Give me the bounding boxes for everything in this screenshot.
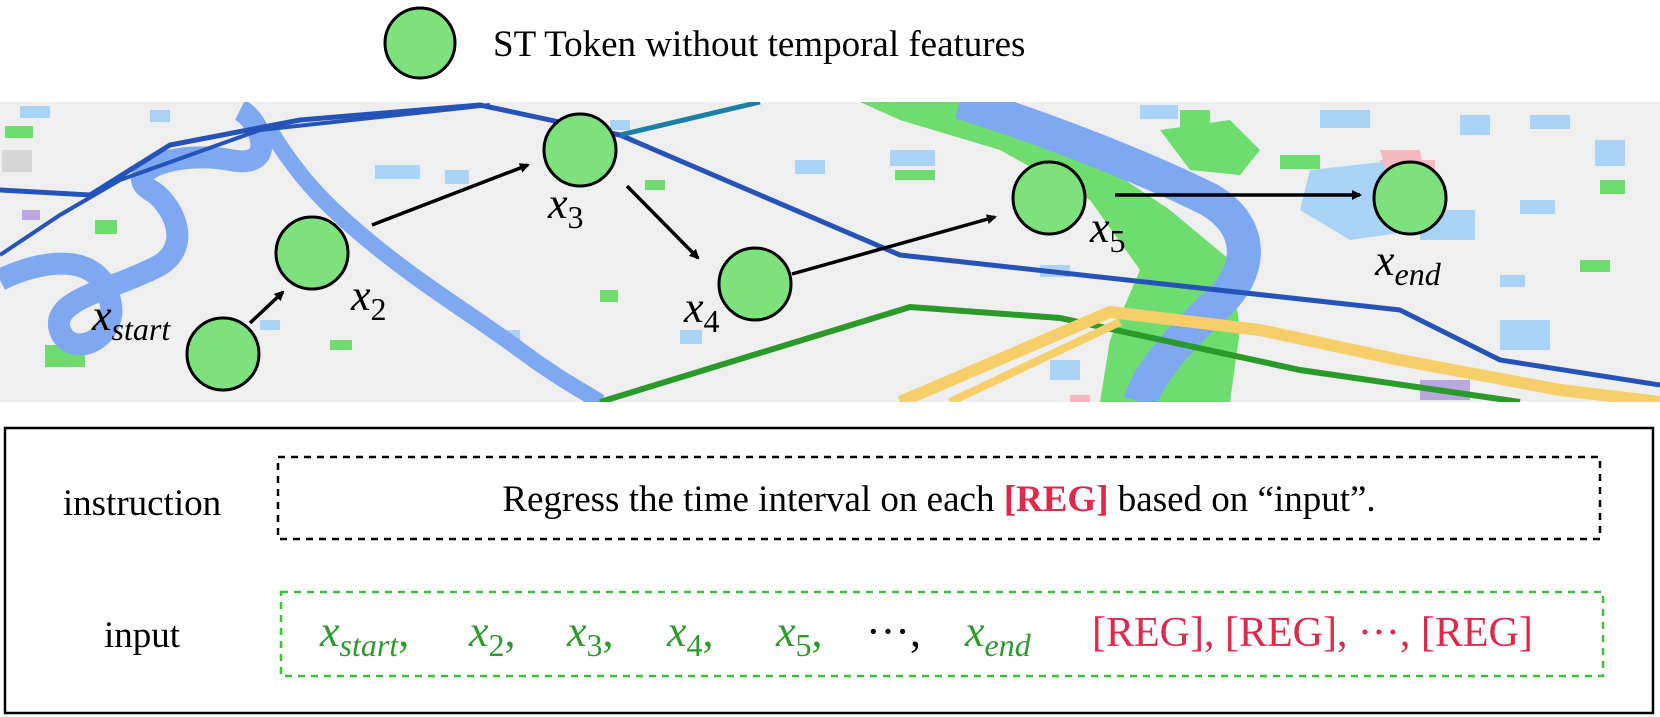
input-reg-tokens: [REG], [REG], ···, [REG] [1092,610,1533,656]
prompt-panel: instruction Regress the time interval on… [3,426,1655,715]
input-token-end: xend [964,607,1032,663]
label-x-3: x3 [547,179,584,235]
label-x-start: xstart [91,291,171,347]
legend-label: ST Token without temporal features [493,24,1025,65]
label-x-4: x4 [683,283,720,339]
label-x-5: x5 [1089,203,1126,259]
input-label: input [104,615,181,656]
trajectory-labels: xstart x2 x3 x4 x5 xend [91,179,1442,347]
token-3 [542,112,618,188]
arrow-4-to-5 [791,214,997,276]
token-5 [1011,160,1087,236]
instruction-reg: [REG] [1004,479,1109,520]
input-tokens: xstart, x2, x3, x4, x5, ···, xend [319,607,1032,663]
label-x-2: x2 [350,271,387,327]
input-token-2: x2, [468,607,516,663]
input-token-4: x4, [666,607,714,663]
instruction-label: instruction [63,483,221,524]
label-x-end: xend [1374,236,1442,292]
token-start [185,316,261,392]
instruction-text-before: Regress the time interval on each [502,479,1003,520]
input-box [279,590,1605,678]
trajectory-arrows [248,163,1362,325]
token-2 [274,215,350,291]
input-token-ellipsis: ···, [866,607,921,656]
token-4 [717,246,793,322]
token-end [1372,160,1448,236]
instruction-text: Regress the time interval on each [REG] … [502,479,1375,520]
map-road-yellow [897,305,1660,402]
legend-token-icon [383,6,457,80]
arrow-start-to-2 [248,290,285,325]
input-token-5: x5, [775,607,823,663]
map-park [860,102,1240,402]
input-token-3: x3, [566,607,614,663]
prompt-panel-border [3,426,1655,715]
map-road-green [599,303,1521,402]
arrow-3-to-4 [625,184,700,260]
instruction-text-after: based on “input”. [1109,479,1376,520]
arrow-2-to-3 [371,163,530,227]
trajectory-tokens [185,112,1448,392]
legend: ST Token without temporal features [383,6,1025,80]
map-road-blue [0,102,1660,388]
input-token-start: xstart, [319,607,409,663]
